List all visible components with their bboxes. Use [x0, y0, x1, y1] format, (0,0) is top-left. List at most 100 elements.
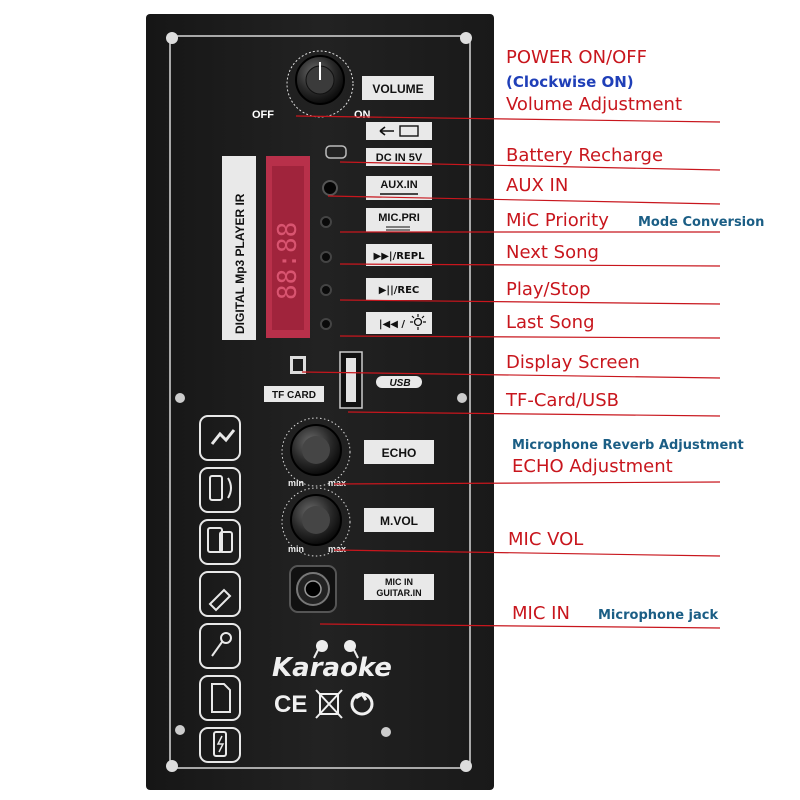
karaoke-logo: Karaoke — [272, 640, 392, 683]
aux-label-box: AUX.IN — [366, 176, 432, 200]
mic-in-jack[interactable] — [289, 565, 337, 613]
usb-label-box: USB — [376, 376, 422, 389]
mic-pri-label: MIC.PRI — [378, 212, 420, 224]
battery-icon — [199, 727, 241, 763]
weee-bin-icon — [315, 689, 343, 719]
volume-label-box: VOLUME — [362, 76, 434, 100]
tf-card-label: TF CARD — [272, 390, 316, 401]
line-next — [339, 263, 721, 267]
annotation-mic-vol: MIC VOL — [508, 529, 584, 550]
annotation-reverb: Microphone Reverb Adjustment — [512, 438, 744, 453]
play-button[interactable] — [320, 284, 332, 296]
light-icon — [410, 314, 426, 330]
echo-min-label: min — [288, 478, 304, 488]
annotation-lines — [295, 115, 721, 629]
ce-mark: CE — [274, 691, 307, 718]
line-volume — [295, 115, 721, 123]
annotation-power: POWER ON/OFF — [506, 47, 647, 68]
aux-jack[interactable] — [322, 180, 338, 196]
usb-stick-icon — [199, 571, 241, 617]
microphone-logo-icon — [313, 640, 359, 659]
usb-label: USB — [389, 378, 410, 389]
screw-top-left — [166, 32, 178, 44]
line-mic-vol — [333, 549, 721, 557]
tf-card-slot[interactable] — [290, 356, 306, 374]
mp3-title: DIGITAL Mp3 PLAYER IR — [233, 193, 247, 334]
annotation-tf-usb: TF-Card/USB — [506, 390, 619, 411]
display-digits: 88:88 — [273, 222, 303, 300]
phone-icon — [199, 519, 241, 565]
echo-label: ECHO — [382, 446, 417, 460]
panel-inner-border — [169, 35, 471, 769]
mic-in-label-2: GUITAR.IN — [376, 588, 421, 598]
mic-volume-knob[interactable] — [281, 487, 351, 557]
screw-mid-right — [457, 393, 467, 403]
screw-right-small — [381, 727, 391, 737]
line-mic-in — [319, 623, 721, 629]
mic-priority-button[interactable] — [320, 216, 332, 228]
mvol-min-label: min — [288, 544, 304, 554]
mic-in-label-1: MIC IN — [385, 577, 413, 587]
power-charge-icon — [199, 415, 241, 461]
dc-label-box: DC IN 5V — [366, 148, 432, 166]
annotation-power-note: (Clockwise ON) — [506, 73, 634, 91]
recycle-icon — [350, 691, 374, 716]
annotation-aux: AUX IN — [506, 175, 569, 196]
annotation-next: Next Song — [506, 242, 599, 263]
annotation-battery: Battery Recharge — [506, 145, 664, 166]
mp3-player-icon — [199, 467, 241, 513]
mvol-label: M.VOL — [380, 514, 418, 528]
mvol-max-label: max — [328, 544, 346, 554]
mvol-label-box: M.VOL — [364, 508, 434, 532]
annotation-volume: Volume Adjustment — [506, 94, 683, 115]
screw-top-right — [460, 32, 472, 44]
dc-socket[interactable] — [325, 145, 347, 159]
aux-label: AUX.IN — [380, 179, 417, 191]
line-battery — [339, 161, 721, 171]
next-button[interactable] — [320, 251, 332, 263]
prev-label: |◀◀ / — [379, 319, 406, 330]
prev-button[interactable] — [320, 318, 332, 330]
mp3-title-box: DIGITAL Mp3 PLAYER IR — [222, 156, 256, 340]
usb-port[interactable] — [339, 351, 363, 409]
echo-label-box: ECHO — [364, 440, 434, 464]
volume-knob[interactable] — [286, 50, 354, 118]
echo-max-label: max — [328, 478, 346, 488]
volume-label: VOLUME — [372, 82, 423, 96]
line-aux — [327, 195, 721, 205]
annotation-display: Display Screen — [506, 352, 640, 373]
annotation-echo: ECHO Adjustment — [512, 456, 673, 477]
tf-card-label-box: TF CARD — [264, 386, 324, 402]
screw-left-small — [175, 725, 185, 735]
microphone-icon — [199, 623, 241, 669]
charge-icon-box — [366, 122, 432, 140]
screw-mid-left — [175, 393, 185, 403]
mic-pri-label-box: MIC.PRI — [366, 208, 432, 232]
annotation-mic-priority: MiC Priority — [506, 210, 609, 231]
on-label: ON — [354, 109, 371, 121]
play-label-box: ▶||/REC — [366, 278, 432, 300]
play-label: ▶||/REC — [379, 285, 420, 296]
screw-bottom-right — [460, 760, 472, 772]
left-icon-column — [199, 415, 241, 763]
mic-in-label-box: MIC IN GUITAR.IN — [364, 574, 434, 600]
screw-bottom-left — [166, 760, 178, 772]
display-screen: 88:88 — [266, 156, 310, 338]
next-label-box: ▶▶|/REPL — [366, 244, 432, 266]
line-play — [339, 299, 721, 305]
line-tf-usb — [347, 411, 721, 417]
off-label: OFF — [252, 109, 274, 121]
echo-knob[interactable] — [281, 417, 351, 487]
sd-card-icon — [199, 675, 241, 721]
dc-label: DC IN 5V — [376, 152, 423, 164]
annotation-mic-in: MIC IN — [512, 603, 570, 624]
line-last — [339, 335, 721, 339]
next-label: ▶▶|/REPL — [374, 251, 426, 262]
brand-text: Karaoke — [272, 653, 392, 683]
line-echo — [333, 481, 721, 485]
annotation-play: Play/Stop — [506, 279, 591, 300]
annotation-mode-conversion: Mode Conversion — [638, 215, 765, 230]
prev-label-box: |◀◀ / — [366, 312, 432, 334]
annotation-mic-jack: Microphone jack — [598, 608, 719, 623]
